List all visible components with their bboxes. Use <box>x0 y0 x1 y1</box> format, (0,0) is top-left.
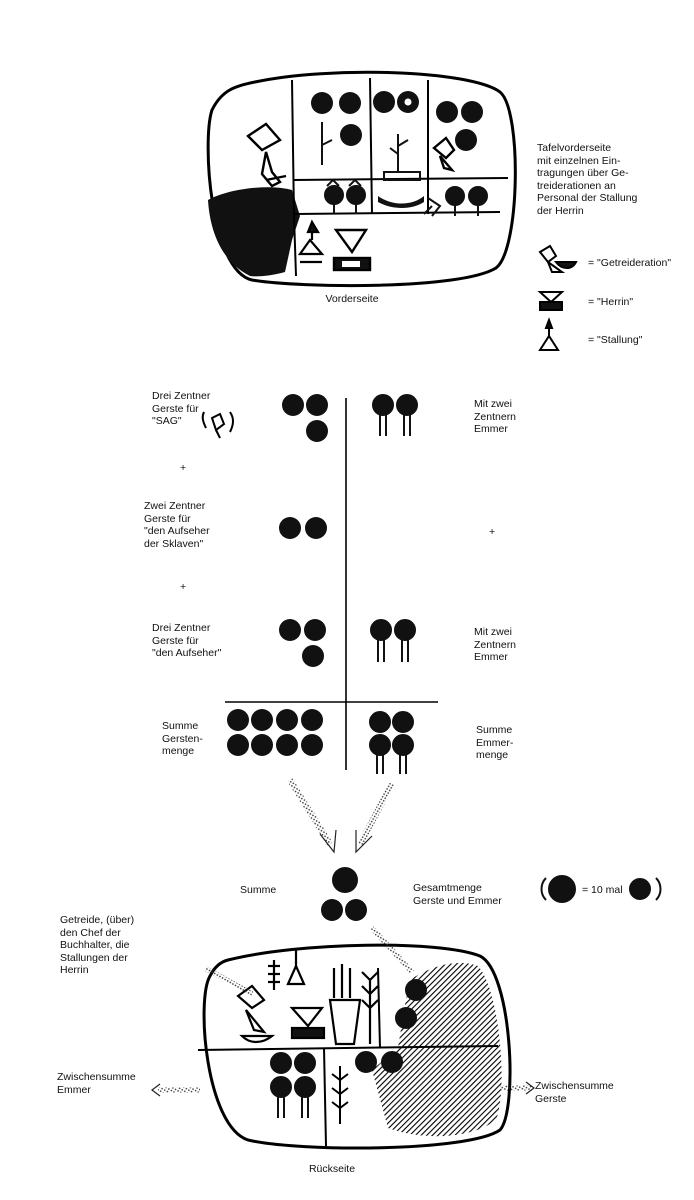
front-tablet: Vorderseite <box>206 70 517 305</box>
back-tablet-right-note: Zwischensumme Gerste <box>535 1080 614 1105</box>
grain-ration-sign-icon <box>538 244 578 273</box>
row3-emmer-label: Mit zwei Zentnern Emmer <box>474 626 517 663</box>
emmer-numerals <box>369 394 418 774</box>
lady-sign-icon <box>537 291 565 311</box>
emmer-sum-label: Summe Emmer- menge <box>476 724 514 761</box>
total-label: Summe <box>240 884 277 896</box>
front-tablet-grid <box>291 77 509 277</box>
plus-sign-right: + <box>489 526 496 538</box>
back-tablet-damage <box>372 962 502 1137</box>
legend-label-grain-ration: = "Getreideration" <box>588 257 672 269</box>
back-tablet-grid <box>197 967 499 1147</box>
row1-emmer-label: Mit zwei Zentnern Emmer <box>474 398 517 435</box>
row1-barley-label: Drei Zentner Gerste für "SAG" <box>152 390 211 427</box>
front-tablet-description: Tafelvorderseite mit einzelnen Ein- trag… <box>537 142 638 217</box>
back-tablet: Rückseite <box>151 926 535 1175</box>
converging-arrows <box>287 778 395 854</box>
front-stable-sign <box>297 219 325 264</box>
front-tablet-caption: Vorderseite <box>325 293 378 305</box>
equivalence-text: = 10 mal <box>582 884 623 896</box>
equivalence-legend <box>540 875 662 903</box>
plus-sign-2: + <box>180 581 187 593</box>
back-tablet-left-note: Zwischensumme Emmer <box>57 1071 136 1096</box>
sag-sign-icon <box>201 411 234 439</box>
row3-barley-label: Drei Zentner Gerste für "den Aufseher" <box>152 622 222 659</box>
legend-label-lady: = "Herrin" <box>588 296 634 308</box>
legend-icons <box>537 244 578 351</box>
back-tablet-top-note: Getreide, (über) den Chef der Buchhalter… <box>60 914 135 976</box>
legend-label-stable: = "Stallung" <box>588 334 643 346</box>
middle-grid <box>225 398 438 770</box>
barley-sum-label: Summe Gersten- menge <box>162 720 203 757</box>
row2-barley-label: Zwei Zentner Gerste für "den Aufseher de… <box>144 500 210 550</box>
barley-numerals <box>227 394 328 756</box>
front-tablet-damage <box>208 187 300 277</box>
stable-sign-icon <box>538 317 560 351</box>
front-lady-sign <box>332 228 372 272</box>
front-tablet-numerals <box>311 91 483 151</box>
total-description: Gesamtmenge Gerste und Emmer <box>413 882 502 907</box>
back-tablet-caption: Rückseite <box>309 1163 355 1175</box>
total-numerals <box>321 867 367 921</box>
front-grain-ration-sign <box>246 122 287 188</box>
plus-sign-1: + <box>180 462 187 474</box>
